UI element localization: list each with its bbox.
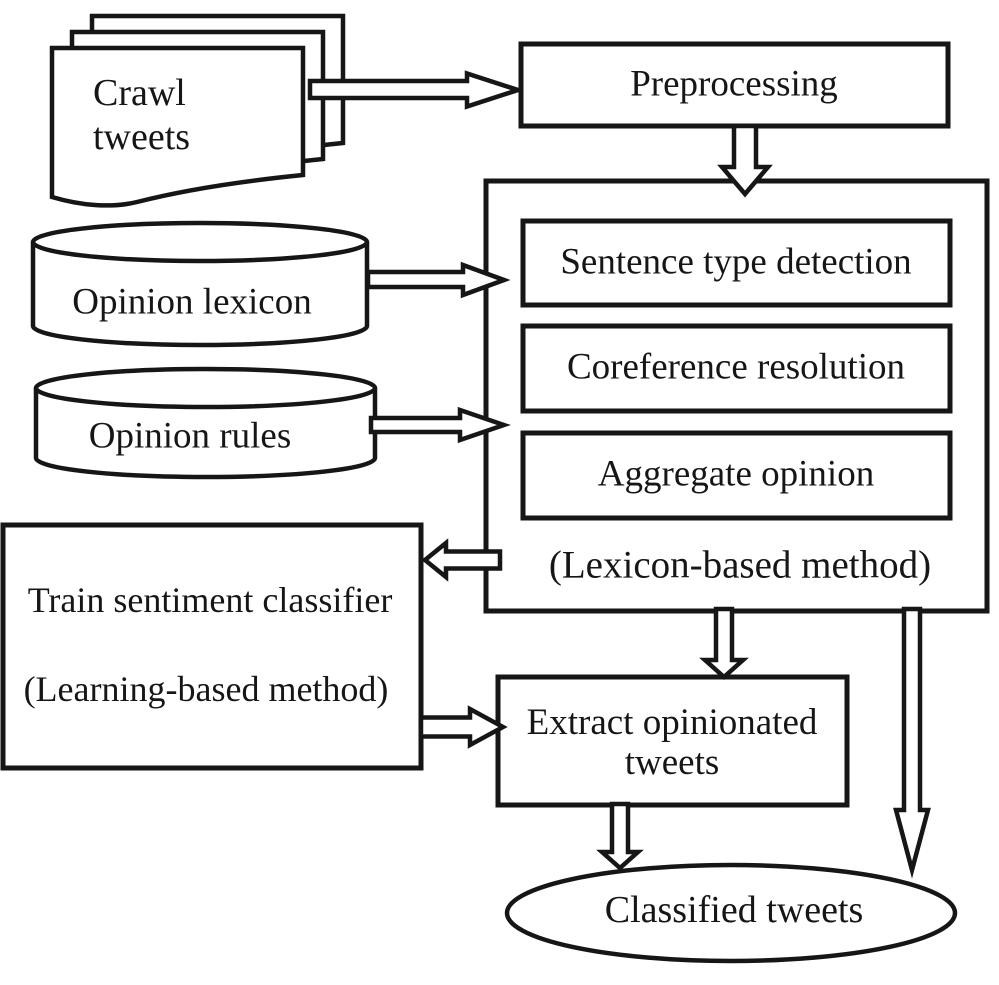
arrow-lexicon-to-lexicon-method xyxy=(365,261,511,299)
arrow-extract-to-classified xyxy=(596,801,644,872)
arrow-lexicon-method-to-extract xyxy=(699,606,749,681)
arrow-rules-to-lexicon-method xyxy=(368,406,511,444)
classified-tweets-label: Classified tweets xyxy=(604,889,864,932)
arrow-lexicon-method-to-classified xyxy=(893,606,931,879)
sentence-type-detection-label: Sentence type detection xyxy=(560,241,912,283)
train-classifier-line2: (Learning-based method) xyxy=(23,669,389,710)
opinion-lexicon-cylinder xyxy=(30,220,370,348)
train-classifier-box xyxy=(0,522,424,771)
coreference-resolution-label: Coreference resolution xyxy=(567,346,905,388)
opinion-lexicon-label: Opinion lexicon xyxy=(72,281,312,323)
extract-opinionated-box xyxy=(495,674,850,808)
preprocessing-box xyxy=(518,41,951,129)
coreference-resolution-box xyxy=(520,323,953,414)
aggregate-opinion-box xyxy=(520,430,953,521)
arrow-preprocessing-to-lexicon-method xyxy=(717,123,773,198)
extract-opinionated-line1: Extract opinionated xyxy=(526,702,818,743)
opinion-lexicon-cylinder-rim xyxy=(30,241,370,264)
opinion-rules-cylinder-rim xyxy=(33,387,378,410)
extract-opinionated-label: Extract opinionated tweets xyxy=(527,703,818,783)
classified-tweets-ellipse xyxy=(504,862,958,964)
aggregate-opinion-label: Aggregate opinion xyxy=(597,453,875,495)
arrow-train-to-extract xyxy=(418,705,508,749)
crawl-tweets-label: Crawl tweets xyxy=(93,71,190,159)
arrow-crawl-to-preprocessing xyxy=(307,70,526,110)
preprocessing-label: Preprocessing xyxy=(630,63,838,105)
crawl-tweets-line1: Crawl xyxy=(93,72,186,114)
arrow-lexicon-method-to-train xyxy=(421,538,503,582)
extract-opinionated-line2: tweets xyxy=(624,742,720,783)
lexicon-method-caption: (Lexicon-based method) xyxy=(548,543,932,587)
opinion-rules-cylinder xyxy=(33,366,378,480)
sentence-type-detection-box xyxy=(520,218,953,308)
document-page-front-icon xyxy=(49,45,306,208)
opinion-rules-label: Opinion rules xyxy=(88,415,292,457)
crawl-tweets-line2: tweets xyxy=(93,116,191,158)
train-classifier-line1: Train sentiment classifier xyxy=(27,580,393,621)
